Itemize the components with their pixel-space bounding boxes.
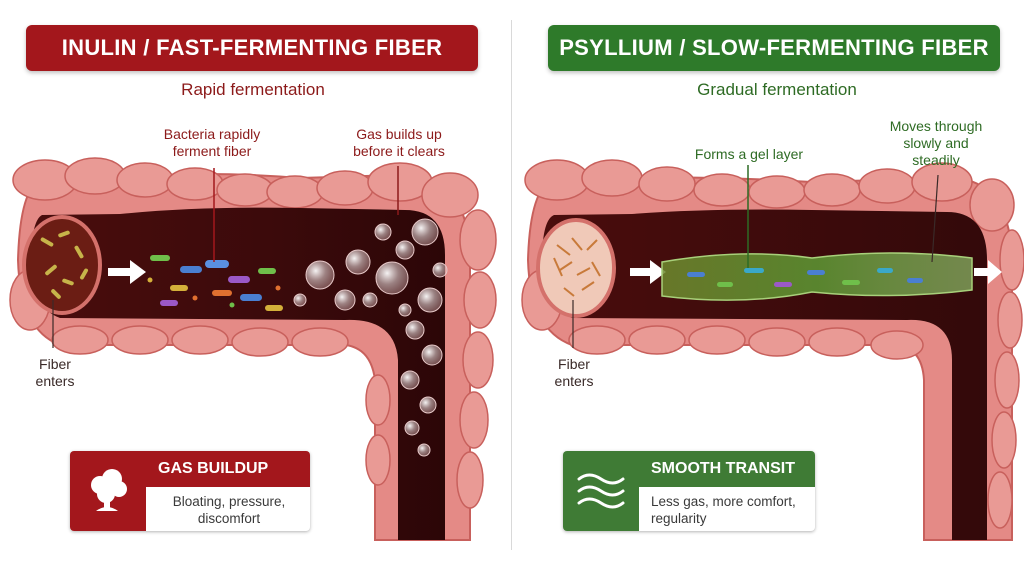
inulin-subtitle: Rapid fermentation [181,80,325,99]
wave-lines-icon [563,451,639,531]
gel-layer-label: Forms a gel layer [694,146,804,162]
smooth-transit-title: SMOOTH TRANSIT [639,451,815,487]
fiber-enters-label-right: Fiber enters [554,356,594,389]
smooth-transit-description: Less gas, more comfort, regularity [651,494,796,526]
psyllium-banner: PSYLLIUM / SLOW-FERMENTING FIBER [548,25,1000,71]
moves-through-label: Moves through slowly and steadily [889,118,983,168]
bacteria-cluster [147,255,283,311]
colon-illustration-right [521,159,1024,541]
bacteria-label: Bacteria rapidly ferment fiber [163,126,261,159]
fiber-entry-opening [22,215,102,315]
inulin-panel: INULIN / FAST-FERMENTING FIBER Rapid fer… [9,25,497,541]
psyllium-subtitle: Gradual fermentation [697,80,857,99]
gas-buildup-card: GAS BUILDUP Bloating, pressure, discomfo… [70,451,310,531]
gas-label: Gas builds up before it clears [353,126,445,159]
psyllium-fibers [553,237,601,297]
panel-divider [511,20,512,550]
psyllium-panel: PSYLLIUM / SLOW-FERMENTING FIBER Gradual… [512,0,1024,576]
fiber-entry-opening [536,218,616,318]
leader-moves [931,174,939,263]
gel-layer [661,252,973,301]
gas-buildup-title: GAS BUILDUP [146,451,310,487]
gel-bacteria [687,268,923,287]
flow-arrow-left [108,260,146,284]
gas-cloud-icon [70,451,146,531]
gas-buildup-description: Bloating, pressure, discomfort [172,494,286,526]
gas-bubbles [293,218,448,457]
flow-arrow-exit [974,260,1002,284]
smooth-transit-card: SMOOTH TRANSIT Less gas, more comfort, r… [563,451,815,531]
fiber-enters-label-left: Fiber enters [35,356,75,389]
flow-arrow-entry [630,260,666,284]
inulin-banner: INULIN / FAST-FERMENTING FIBER [26,25,478,71]
colon-illustration-left [9,157,497,541]
